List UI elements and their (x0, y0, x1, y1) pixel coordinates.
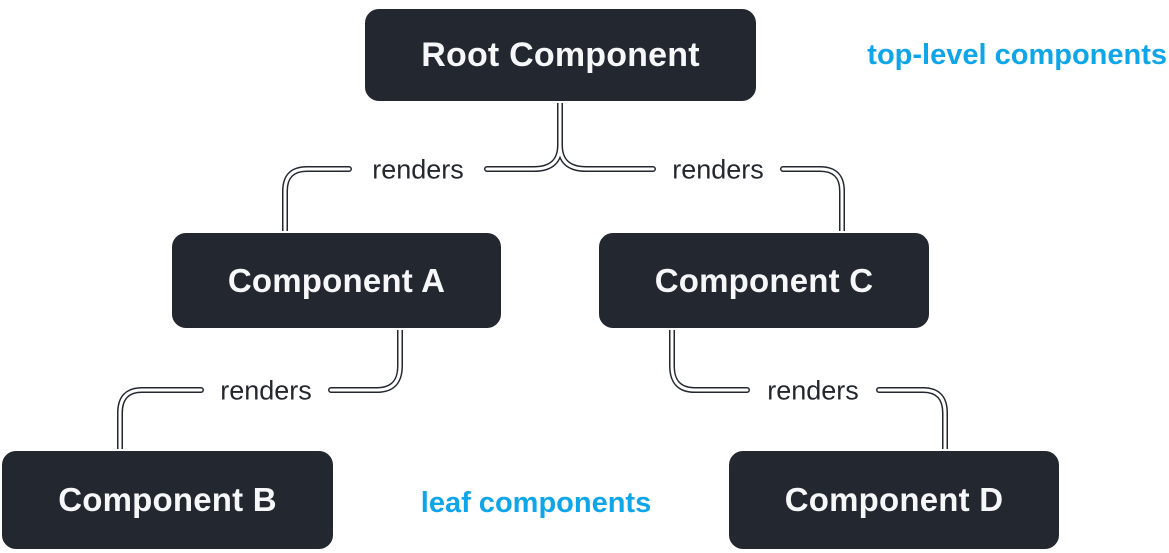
edge-to-component-b-outline (120, 390, 201, 449)
edge-label-root-renders-a: renders (372, 154, 464, 185)
node-component-b: Component B (0, 449, 335, 551)
node-component-d: Component D (727, 449, 1061, 551)
edge-label-root-renders-c: renders (672, 154, 764, 185)
edge-component-c-stem (670, 328, 749, 392)
node-root-component: Root Component (363, 7, 758, 103)
annotation-top-level-components: top-level components (867, 39, 1167, 71)
node-root-component-label: Root Component (421, 35, 700, 74)
edge-root-split-right-outline (560, 145, 653, 169)
node-component-c-label: Component C (654, 261, 874, 299)
edge-component-a-stem-outline (331, 330, 400, 390)
edge-to-component-c (781, 167, 844, 233)
annotation-leaf-components: leaf components (420, 487, 652, 519)
edge-label-a-renders-b: renders (220, 375, 312, 406)
node-component-a-label: Component A (227, 261, 446, 299)
edge-component-a-stem (329, 328, 402, 392)
node-component-c: Component C (597, 231, 931, 330)
edge-to-component-a-outline (285, 169, 349, 231)
edge-to-component-d (877, 388, 947, 451)
node-component-b-label: Component B (58, 481, 277, 518)
edge-to-component-d-outline (879, 390, 945, 449)
edge-root-split-left (485, 143, 562, 171)
edge-to-component-c-outline (783, 169, 842, 231)
node-component-a: Component A (170, 231, 503, 330)
edge-to-component-a (283, 167, 351, 233)
edge-to-component-b (118, 388, 203, 451)
edge-component-c-stem-outline (672, 330, 747, 390)
edge-label-c-renders-d: renders (767, 375, 859, 406)
node-component-d-label: Component D (784, 481, 1004, 518)
